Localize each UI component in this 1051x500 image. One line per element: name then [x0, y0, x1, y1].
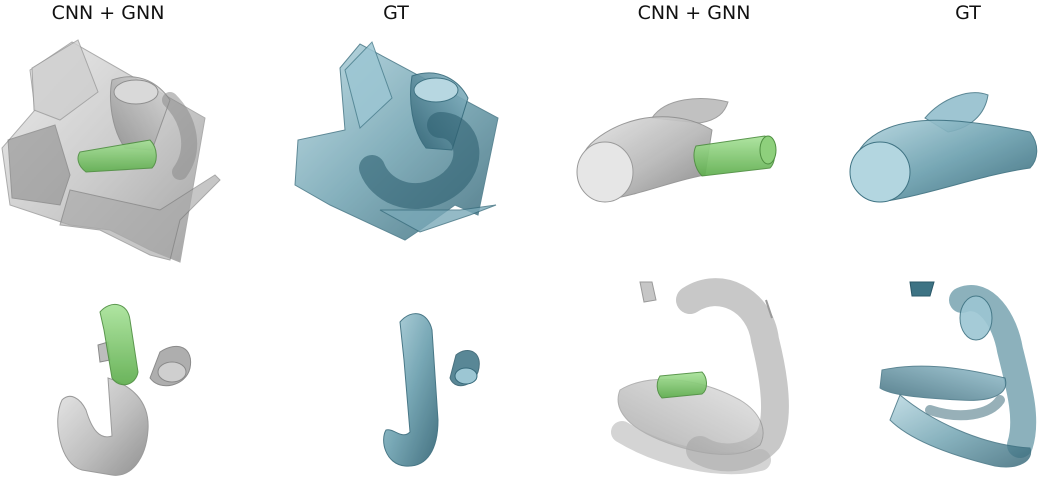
teal-stub-top: [909, 281, 935, 297]
gray-curl: [162, 92, 198, 180]
teal-small-loop-opening: [454, 367, 478, 385]
column-title-3: CNN + GNN: [637, 2, 751, 24]
gray-wall-upper: [31, 39, 99, 121]
teal-upright-opening: [959, 295, 993, 341]
gray-short-tick: [765, 299, 773, 319]
teal-inner-curl: [925, 395, 1005, 421]
column-title-4: GT: [955, 2, 981, 24]
column-title-1: CNN + GNN: [51, 2, 165, 24]
green-segment-cap: [759, 135, 777, 165]
teal-loop-upper: [879, 365, 1007, 401]
teal-tube-opening: [413, 77, 459, 103]
teal-tube-end: [849, 141, 911, 203]
panel-gt-top-2: [849, 92, 1038, 203]
teal-lower-edge: [379, 204, 497, 233]
green-segment: [656, 371, 707, 399]
gray-lower-sheet: [59, 174, 221, 261]
panel-gt-top-1: [294, 41, 499, 241]
teal-curl: [359, 112, 480, 210]
teal-hook: [383, 313, 439, 467]
green-segment: [99, 304, 139, 386]
teal-wall-upper: [344, 41, 393, 129]
gray-tube-end: [576, 141, 634, 203]
gray-hook: [57, 377, 149, 476]
gray-bottom-tube: [611, 421, 771, 475]
green-segment: [77, 139, 157, 173]
gray-small-loop-opening: [157, 361, 187, 383]
teal-loop-lower: [889, 394, 1032, 468]
panel-cnn-gnn-top-2: [576, 98, 777, 203]
panel-gt-bottom-2: [879, 281, 1037, 468]
panel-cnn-gnn-bottom-2: [611, 278, 789, 475]
column-title-2: GT: [383, 2, 409, 24]
panel-cnn-gnn-bottom-1: [57, 304, 192, 476]
panel-cnn-gnn-top-1: [1, 39, 221, 263]
gray-stub-top: [639, 281, 657, 303]
panel-gt-bottom-1: [383, 313, 480, 467]
gray-left-block: [7, 124, 71, 206]
gray-tube-opening: [113, 79, 159, 105]
